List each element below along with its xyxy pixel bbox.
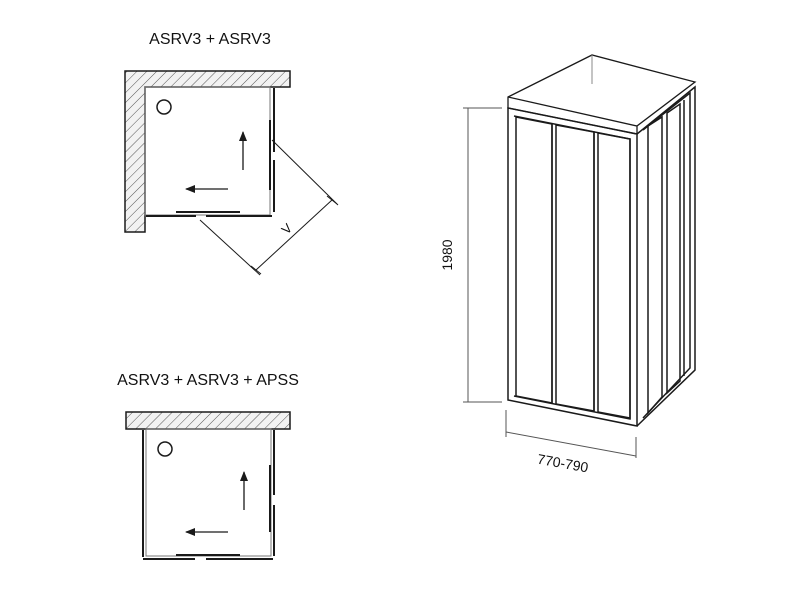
top-plan-right-door — [269, 88, 275, 212]
bottom-plan-bottom-door — [143, 554, 273, 560]
top-plan-bottom-door — [146, 211, 272, 217]
bottom-plan-wall — [125, 411, 291, 430]
bottom-plan-drain-icon — [157, 441, 173, 457]
top-plan-dimension-label: V — [278, 220, 295, 237]
width-dimension — [505, 410, 637, 458]
top-plan-wall — [124, 70, 291, 233]
width-label: 770-790 — [536, 451, 590, 476]
height-label: 1980 — [439, 239, 455, 270]
bottom-plan: ASRV3 + ASRV3 + APSS — [117, 372, 299, 560]
top-plan-shower-tray — [144, 86, 271, 216]
bottom-plan-shower-tray — [145, 428, 272, 557]
height-dimension — [463, 107, 502, 403]
top-plan-drain-icon — [156, 99, 172, 115]
bottom-plan-title: ASRV3 + ASRV3 + APSS — [117, 372, 299, 389]
top-plan: ASRV3 + ASRV3 V — [124, 31, 339, 276]
side-face — [636, 85, 696, 427]
top-plan-title: ASRV3 + ASRV3 — [149, 31, 271, 48]
front-face — [507, 107, 638, 427]
top-plan-diagonal-dimension — [199, 139, 339, 276]
elevation-view: 1980 770-790 — [439, 54, 697, 476]
bottom-plan-right-door — [269, 430, 275, 556]
